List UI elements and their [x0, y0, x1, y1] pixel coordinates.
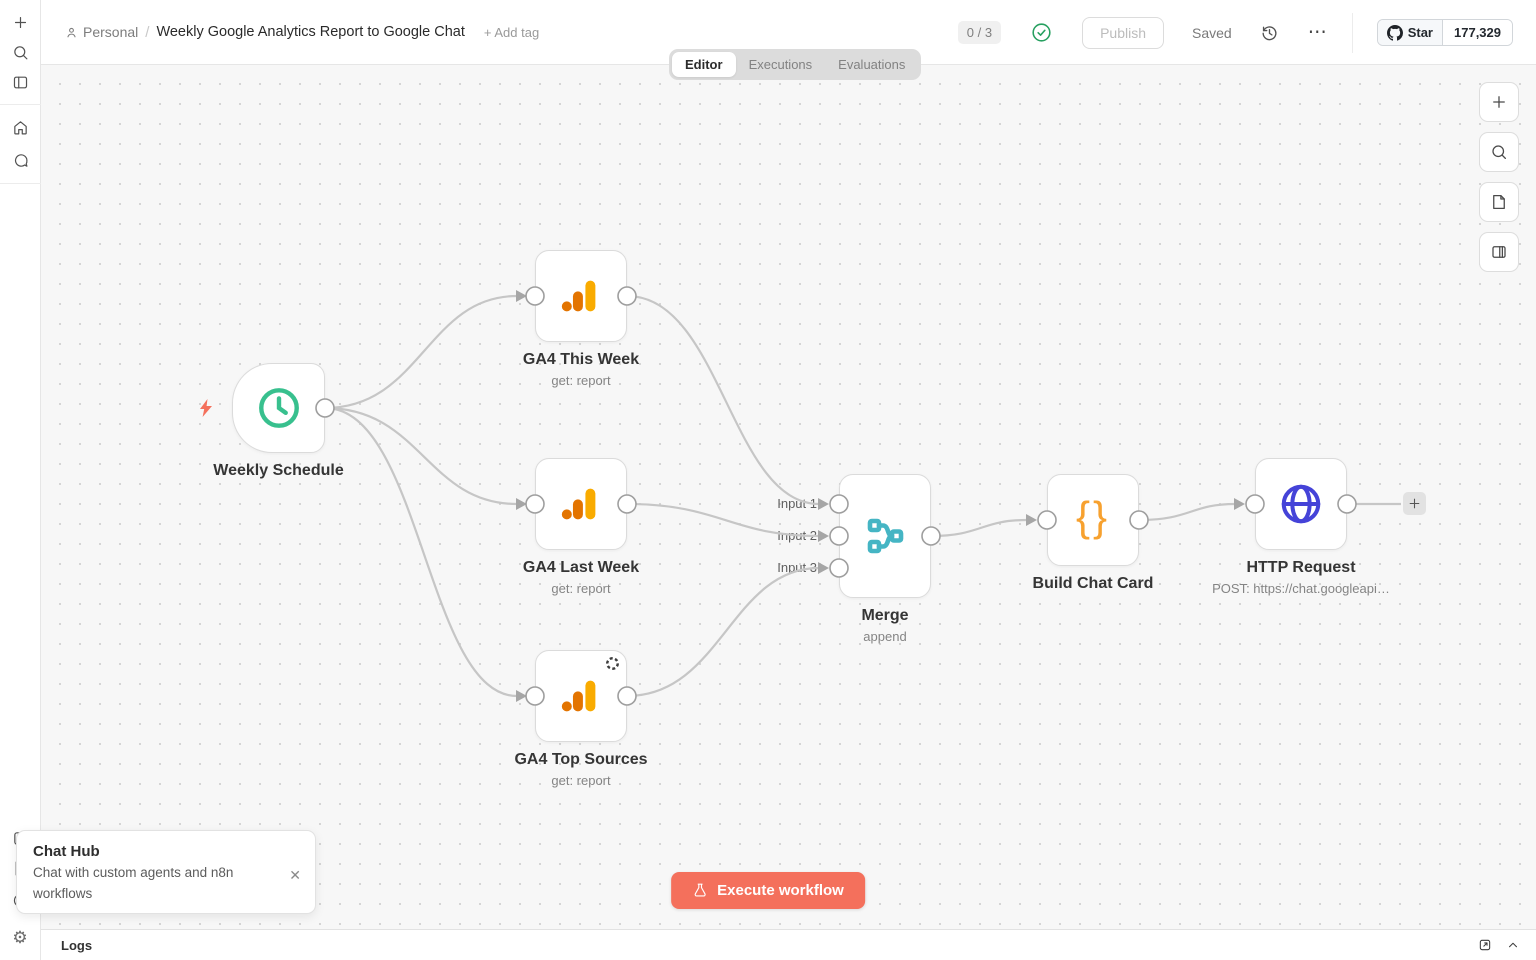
toggle-panel-button[interactable]: [1479, 232, 1519, 272]
open-in-popup-icon[interactable]: [1478, 938, 1492, 952]
trigger-bolt-icon: [200, 399, 212, 417]
execute-workflow-button[interactable]: Execute workflow: [671, 872, 865, 909]
node-label: GA4 This Week: [522, 351, 640, 368]
new-workflow-icon[interactable]: [11, 13, 29, 31]
settings-gear-icon[interactable]: ⚙: [12, 927, 28, 947]
save-status: Saved: [1192, 24, 1232, 41]
zoom-in-button[interactable]: [1479, 82, 1519, 122]
project-link[interactable]: Personal: [65, 24, 138, 40]
add-next-node-button[interactable]: [1403, 492, 1426, 515]
node-label: GA4 Last Week: [522, 559, 640, 576]
tab-executions[interactable]: Executions: [748, 57, 813, 72]
node-label: Merge: [861, 607, 909, 624]
rail-divider: [0, 183, 41, 184]
node-ga4-top-sources[interactable]: GA4 Top Sources get: report: [514, 650, 648, 788]
chat-hub-popup: Chat Hub Chat with custom agents and n8n…: [16, 830, 316, 914]
add-tag-button[interactable]: + Add tag: [483, 24, 540, 40]
search-icon[interactable]: [11, 43, 29, 61]
node-subtitle: POST: https://chat.googleapi…: [1212, 581, 1390, 596]
google-analytics-icon: [561, 280, 596, 312]
sidebar-toggle-icon[interactable]: [11, 73, 29, 91]
node-ga4-this-week[interactable]: GA4 This Week get: report: [523, 250, 639, 388]
google-analytics-icon: [561, 488, 596, 520]
code-braces-icon: {}: [1075, 493, 1111, 540]
chat-hub-description: Chat with custom agents and n8n workflow…: [33, 865, 234, 901]
execute-workflow-label: Execute workflow: [717, 882, 844, 899]
chevron-up-icon[interactable]: [1506, 938, 1520, 952]
view-tabs: Editor Executions Evaluations: [669, 49, 922, 80]
close-icon[interactable]: ✕: [289, 867, 301, 883]
zoom-to-fit-button[interactable]: [1479, 132, 1519, 172]
logs-bar[interactable]: Logs: [41, 929, 1536, 960]
chat-hub-title: Chat Hub: [33, 843, 100, 860]
workflow-title[interactable]: Weekly Google Analytics Report to Google…: [156, 24, 465, 40]
flask-icon: [694, 883, 706, 897]
node-label: Build Chat Card: [1032, 575, 1154, 592]
star-count: 177,329: [1443, 20, 1512, 45]
breadcrumb-separator: /: [145, 23, 150, 41]
check-circle-icon[interactable]: [1031, 22, 1052, 43]
node-label: GA4 Top Sources: [514, 751, 648, 768]
node-label: HTTP Request: [1246, 559, 1356, 576]
node-http-request[interactable]: HTTP Request POST: https://chat.googleap…: [1212, 458, 1390, 596]
left-sidebar: ⚙: [0, 0, 41, 960]
merge-input-3-label: Input 3: [777, 560, 817, 575]
person-icon: [67, 27, 76, 37]
publish-button[interactable]: Publish: [1082, 16, 1164, 49]
merge-input-2-label: Input 2: [777, 528, 817, 543]
add-sticky-note-button[interactable]: [1479, 182, 1519, 222]
workflow-canvas[interactable]: Weekly Schedule GA4 This Week get: repor…: [41, 65, 1536, 929]
node-label: Weekly Schedule: [213, 462, 344, 479]
loop-indicator-icon: [606, 657, 619, 670]
globe-icon: [1281, 484, 1321, 524]
node-merge[interactable]: Merge append: [839, 474, 931, 644]
home-icon[interactable]: [11, 118, 29, 136]
google-analytics-icon: [561, 680, 596, 712]
node-subtitle: get: report: [551, 773, 611, 788]
merge-icon: [867, 518, 904, 554]
clock-icon: [258, 388, 299, 428]
logs-title: Logs: [61, 937, 93, 953]
rail-divider: [0, 104, 41, 105]
node-build-chat-card[interactable]: {} Build Chat Card: [1033, 474, 1153, 592]
project-name: Personal: [83, 24, 139, 40]
node-ga4-last-week[interactable]: GA4 Last Week get: report: [523, 458, 639, 596]
header-actions: 0 / 3 Publish Saved ⋯ Star 177,329: [957, 0, 1536, 65]
more-menu-icon[interactable]: ⋯: [1307, 22, 1328, 43]
merge-input-1-label: Input 1: [777, 496, 817, 511]
tab-evaluations[interactable]: Evaluations: [838, 57, 906, 72]
star-label: Star: [1407, 25, 1433, 40]
history-icon[interactable]: [1260, 23, 1280, 43]
progress-badge: 0 / 3: [957, 21, 1002, 44]
node-subtitle: get: report: [551, 581, 611, 596]
connector-ports[interactable]: [315, 286, 1357, 706]
top-header: Personal / Weekly Google Analytics Repor…: [41, 0, 1536, 65]
node-weekly-schedule[interactable]: Weekly Schedule: [213, 363, 344, 479]
node-subtitle: append: [863, 629, 907, 644]
tab-editor[interactable]: Editor: [672, 52, 736, 77]
chat-icon[interactable]: [11, 151, 29, 169]
node-subtitle: get: report: [551, 373, 611, 388]
breadcrumb: Personal / Weekly Google Analytics Repor…: [65, 24, 539, 41]
header-divider: [1351, 12, 1353, 53]
github-star-widget[interactable]: Star 177,329: [1376, 19, 1513, 46]
github-icon: [1386, 24, 1403, 41]
